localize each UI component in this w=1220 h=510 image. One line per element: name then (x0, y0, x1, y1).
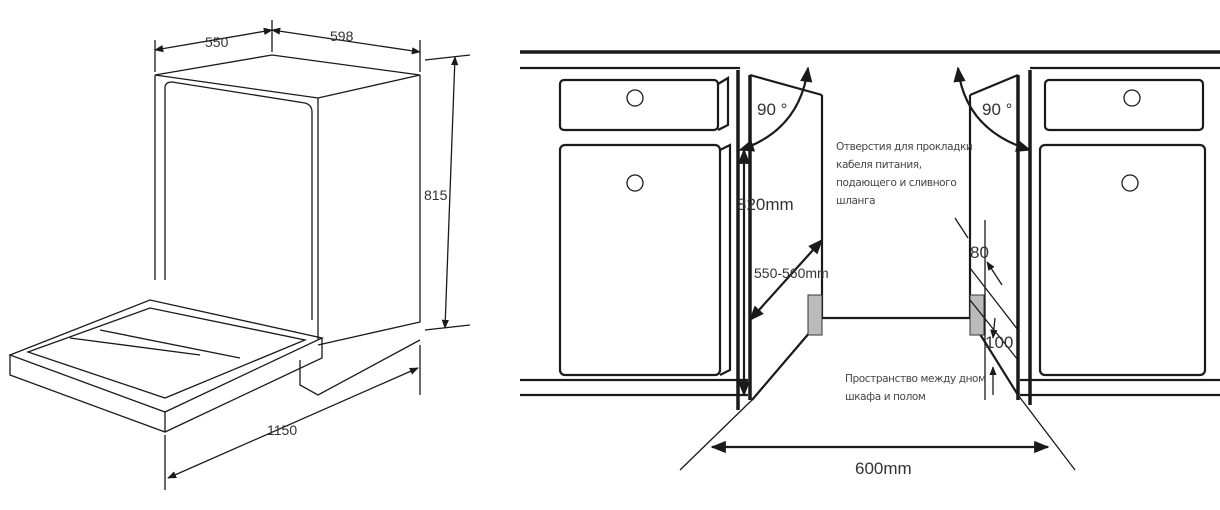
holes-note-line-2: кабеля питания, (836, 159, 922, 171)
dim-80-100-lines (954, 217, 1019, 400)
dishwasher-body (154, 75, 421, 346)
right-door (1038, 143, 1207, 377)
ext-lines-width (679, 394, 1076, 471)
holes-note-line-1: Отверстия для прокладки (836, 141, 972, 153)
ext-lines-open (164, 345, 421, 490)
label-angle-left: 90 ° (757, 100, 787, 119)
dim-line-depth (748, 238, 824, 322)
niche-back-wall (820, 95, 972, 320)
label-100: 100 (985, 333, 1013, 352)
left-drawer-knob (626, 89, 644, 107)
left-drawer (558, 78, 720, 132)
right-angle-arc (953, 66, 1032, 152)
arrow-100-top (990, 317, 998, 339)
door-thickness (9, 338, 323, 433)
door-open (8, 299, 324, 413)
dim-line-depth (154, 27, 273, 53)
dishwasher-drawing: 550 598 815 1150 (8, 20, 471, 490)
holes-note-line-3: подающего и сливного (836, 177, 956, 189)
left-door (558, 143, 722, 377)
door-inner-panel (26, 307, 308, 399)
label-niche-width: 600mm (855, 459, 912, 478)
right-drawer (1043, 78, 1205, 132)
label-depth: 550 (205, 34, 229, 50)
dim-line-height (441, 56, 459, 329)
left-plinth-gap (807, 294, 823, 336)
label-open-depth: 1150 (267, 422, 297, 438)
right-drawer-knob (1123, 89, 1141, 107)
label-angle-right: 90 ° (982, 100, 1012, 119)
holes-note-line-4: шланга (836, 195, 875, 207)
cabinet-edges (520, 66, 1220, 397)
arrow-80 (986, 261, 1003, 286)
left-door-side (719, 143, 732, 376)
left-drawer-side (717, 76, 730, 131)
plinth (299, 339, 421, 396)
dishwasher-top (154, 54, 421, 99)
left-angle-arc (738, 66, 813, 152)
label-height: 815 (424, 187, 448, 203)
label-width: 598 (330, 28, 354, 44)
dim-line-open-depth (167, 367, 419, 479)
floor-note-line-1: Пространство между дном (845, 373, 986, 385)
dishwasher-tub (164, 81, 313, 320)
label-niche-depth: 550-560mm (754, 265, 829, 281)
niche-top-lines (749, 73, 1019, 97)
floor-note-line-2: шкафа и полом (845, 391, 925, 403)
left-door-knob (626, 174, 644, 192)
label-80: 80 (970, 243, 989, 262)
right-cabinet-side (1016, 70, 1032, 405)
dim-line-width (271, 27, 421, 55)
right-door-knob (1121, 174, 1139, 192)
niche-drawing: 90 ° 90 ° 820mm 550-560mm Отверстия для … (520, 50, 1220, 478)
label-niche-height: 820mm (737, 195, 794, 214)
